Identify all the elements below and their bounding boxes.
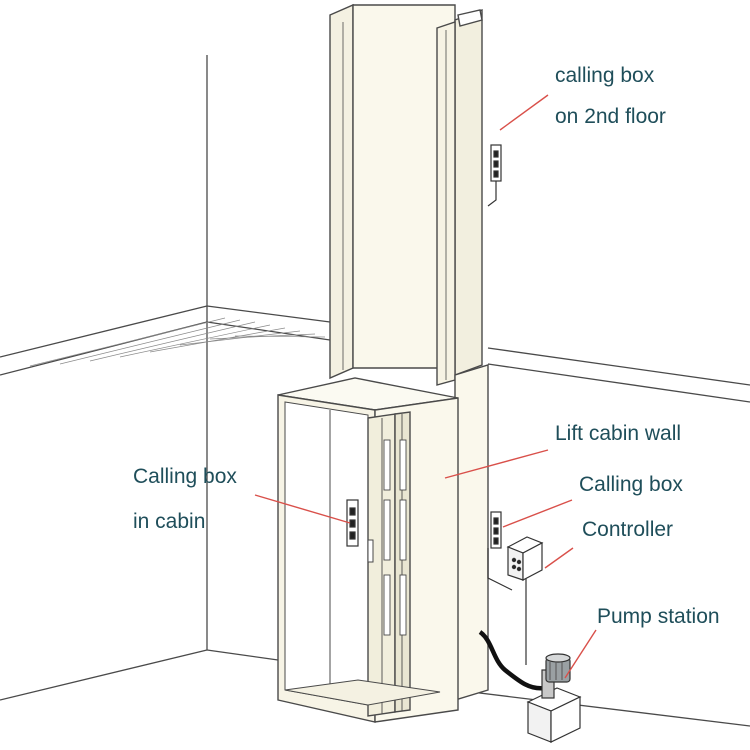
calling-box-2nd-floor-device bbox=[487, 144, 502, 207]
leader-calling-box-in-cabin bbox=[254, 494, 351, 524]
leader-controller bbox=[544, 547, 574, 569]
label-pump-station: Pump station bbox=[597, 605, 720, 628]
hydraulic-hose bbox=[478, 630, 546, 691]
wiring bbox=[487, 548, 527, 665]
leader-pump-station bbox=[564, 629, 597, 679]
label-calling-box: Calling box bbox=[579, 473, 683, 496]
slab-hatching bbox=[29, 317, 326, 367]
leader-lines bbox=[254, 94, 597, 679]
label-controller: Controller bbox=[582, 518, 674, 541]
calling-box-device bbox=[490, 511, 502, 549]
label-calling-box-cabin-line1: Calling box bbox=[133, 465, 237, 488]
leader-lift-cabin-wall bbox=[444, 449, 549, 479]
ceiling-edge-back bbox=[206, 305, 331, 323]
label-lift-cabin-wall: Lift cabin wall bbox=[555, 422, 682, 445]
right-slab-bottom bbox=[487, 363, 750, 403]
leader-calling-box-2nd-floor bbox=[499, 94, 549, 131]
label-calling-box-2nd-line1: calling box bbox=[555, 64, 655, 87]
right-floor-line bbox=[454, 689, 750, 727]
label-calling-box-2nd-line2: on 2nd floor bbox=[555, 105, 666, 128]
lift-shaft bbox=[329, 3, 489, 701]
controller-device bbox=[506, 536, 544, 581]
right-slab-top bbox=[487, 347, 750, 386]
lift-cabin bbox=[277, 377, 459, 723]
left-floor-line bbox=[0, 649, 208, 701]
floor-back-line bbox=[206, 649, 279, 661]
left-ceiling-edge bbox=[0, 305, 208, 358]
cabin-calling-box-device bbox=[346, 499, 359, 547]
label-calling-box-cabin-line2: in cabin bbox=[133, 510, 206, 533]
leader-calling-box bbox=[502, 499, 573, 528]
pump-station-device bbox=[526, 653, 582, 743]
